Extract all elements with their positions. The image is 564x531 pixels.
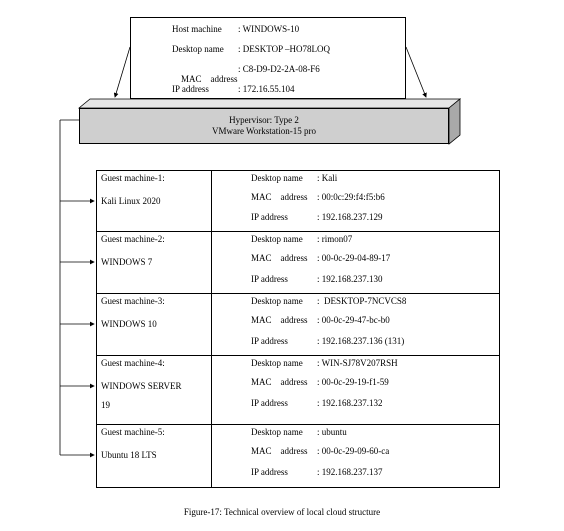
ip-label: IP address xyxy=(251,336,288,346)
guest-title: Guest machine-1: xyxy=(101,173,165,183)
guest-row-1: Guest machine-1: Kali Linux 2020 Desktop… xyxy=(97,171,499,232)
hypervisor-top-face xyxy=(77,98,462,109)
hypervisor-product: VMware Workstation-15 pro xyxy=(211,126,317,136)
mac-label: MAC address xyxy=(251,446,308,456)
figure-caption: Figure-17: Technical overview of local c… xyxy=(183,507,381,517)
mac-value: : 00:0c:29:f4:f5:b6 xyxy=(317,192,385,202)
guest-cell-name: Guest machine-1: Kali Linux 2020 xyxy=(97,171,212,231)
desktop-value: : rimon07 xyxy=(317,234,353,244)
ip-label: IP address xyxy=(251,467,288,477)
host-row-ip: IP address : 172.16.55.104 xyxy=(172,84,295,94)
guest-title: Guest machine-3: xyxy=(101,296,165,306)
ip-value: : 192.168.237.130 xyxy=(317,274,383,284)
guest-cell-name: Guest machine-5: Ubuntu 18 LTS xyxy=(97,425,212,487)
guest-title: Guest machine-5: xyxy=(101,427,165,437)
guest-row-2: Guest machine-2: WINDOWS 7 Desktop name … xyxy=(97,232,499,294)
hypervisor-box: Hypervisor: Type 2 VMware Workstation-15… xyxy=(79,108,449,144)
desktop-value: : Kali xyxy=(317,173,338,183)
ip-label: IP address xyxy=(251,212,288,222)
desktop-value: : DESKTOP-7NCVCS8 xyxy=(317,296,407,306)
desktop-label: Desktop name xyxy=(251,296,303,306)
desktop-value: : ubuntu xyxy=(317,427,347,437)
guest-os: WINDOWS SERVER xyxy=(101,381,182,391)
guest-os: Kali Linux 2020 xyxy=(101,196,161,206)
desktop-label: Desktop name xyxy=(251,358,303,368)
mac-label: MAC address xyxy=(251,377,308,387)
host-row-machine: Host machine : WINDOWS-10 xyxy=(172,24,300,34)
guest-cell-name: Guest machine-4: WINDOWS SERVER 19 xyxy=(97,356,212,424)
guest-row-3: Guest machine-3: WINDOWS 10 Desktop name… xyxy=(97,294,499,356)
host-row-desktop: Desktop name : DESKTOP –HO78LOQ xyxy=(172,44,331,54)
guest-os-line2: 19 xyxy=(101,400,110,410)
guest-os: WINDOWS 10 xyxy=(101,319,157,329)
desktop-label: Desktop name xyxy=(251,234,303,244)
guest-os: Ubuntu 18 LTS xyxy=(101,450,157,460)
guest-title: Guest machine-4: xyxy=(101,358,165,368)
guest-machines-table: Guest machine-1: Kali Linux 2020 Desktop… xyxy=(96,170,500,488)
hypervisor-type: Hypervisor: Type 2 xyxy=(229,115,299,125)
mac-label: MAC address xyxy=(251,253,308,263)
guest-cell-name: Guest machine-2: WINDOWS 7 xyxy=(97,232,212,293)
mac-value: : 00-0c-29-09-60-ca xyxy=(317,446,390,456)
ip-label: IP address xyxy=(251,274,288,284)
desktop-label: Desktop name xyxy=(251,173,303,183)
hypervisor-side-face xyxy=(448,98,461,145)
desktop-label: Desktop name xyxy=(251,427,303,437)
mac-value: : 00-0c-29-04-89-17 xyxy=(317,253,391,263)
guest-row-5: Guest machine-5: Ubuntu 18 LTS Desktop n… xyxy=(97,425,499,487)
desktop-value: : WIN-SJ78V207RSH xyxy=(317,358,398,368)
guest-title: Guest machine-2: xyxy=(101,234,165,244)
host-row-mac: MAC address : C8-D9-D2-2A-08-F6 xyxy=(181,64,320,84)
guest-row-4: Guest machine-4: WINDOWS SERVER 19 Deskt… xyxy=(97,356,499,425)
mac-value: : 00-0c-29-19-f1-59 xyxy=(317,377,389,387)
mac-label: MAC address xyxy=(251,192,308,202)
ip-value: : 192.168.237.137 xyxy=(317,467,383,477)
arrow-host-left xyxy=(113,46,131,98)
host-machine-box: Host machine : WINDOWS-10 Desktop name :… xyxy=(130,17,406,99)
ip-value: : 192.168.237.132 xyxy=(317,398,383,408)
ip-value: : 192.168.237.136 (131) xyxy=(317,336,405,346)
arrow-host-right xyxy=(405,46,427,98)
guest-os: WINDOWS 7 xyxy=(101,257,153,267)
mac-value: : 00-0c-29-47-bc-b0 xyxy=(317,315,390,325)
ip-value: : 192.168.237.129 xyxy=(317,212,383,222)
mac-label: MAC address xyxy=(251,315,308,325)
guest-cell-name: Guest machine-3: WINDOWS 10 xyxy=(97,294,212,355)
ip-label: IP address xyxy=(251,398,288,408)
